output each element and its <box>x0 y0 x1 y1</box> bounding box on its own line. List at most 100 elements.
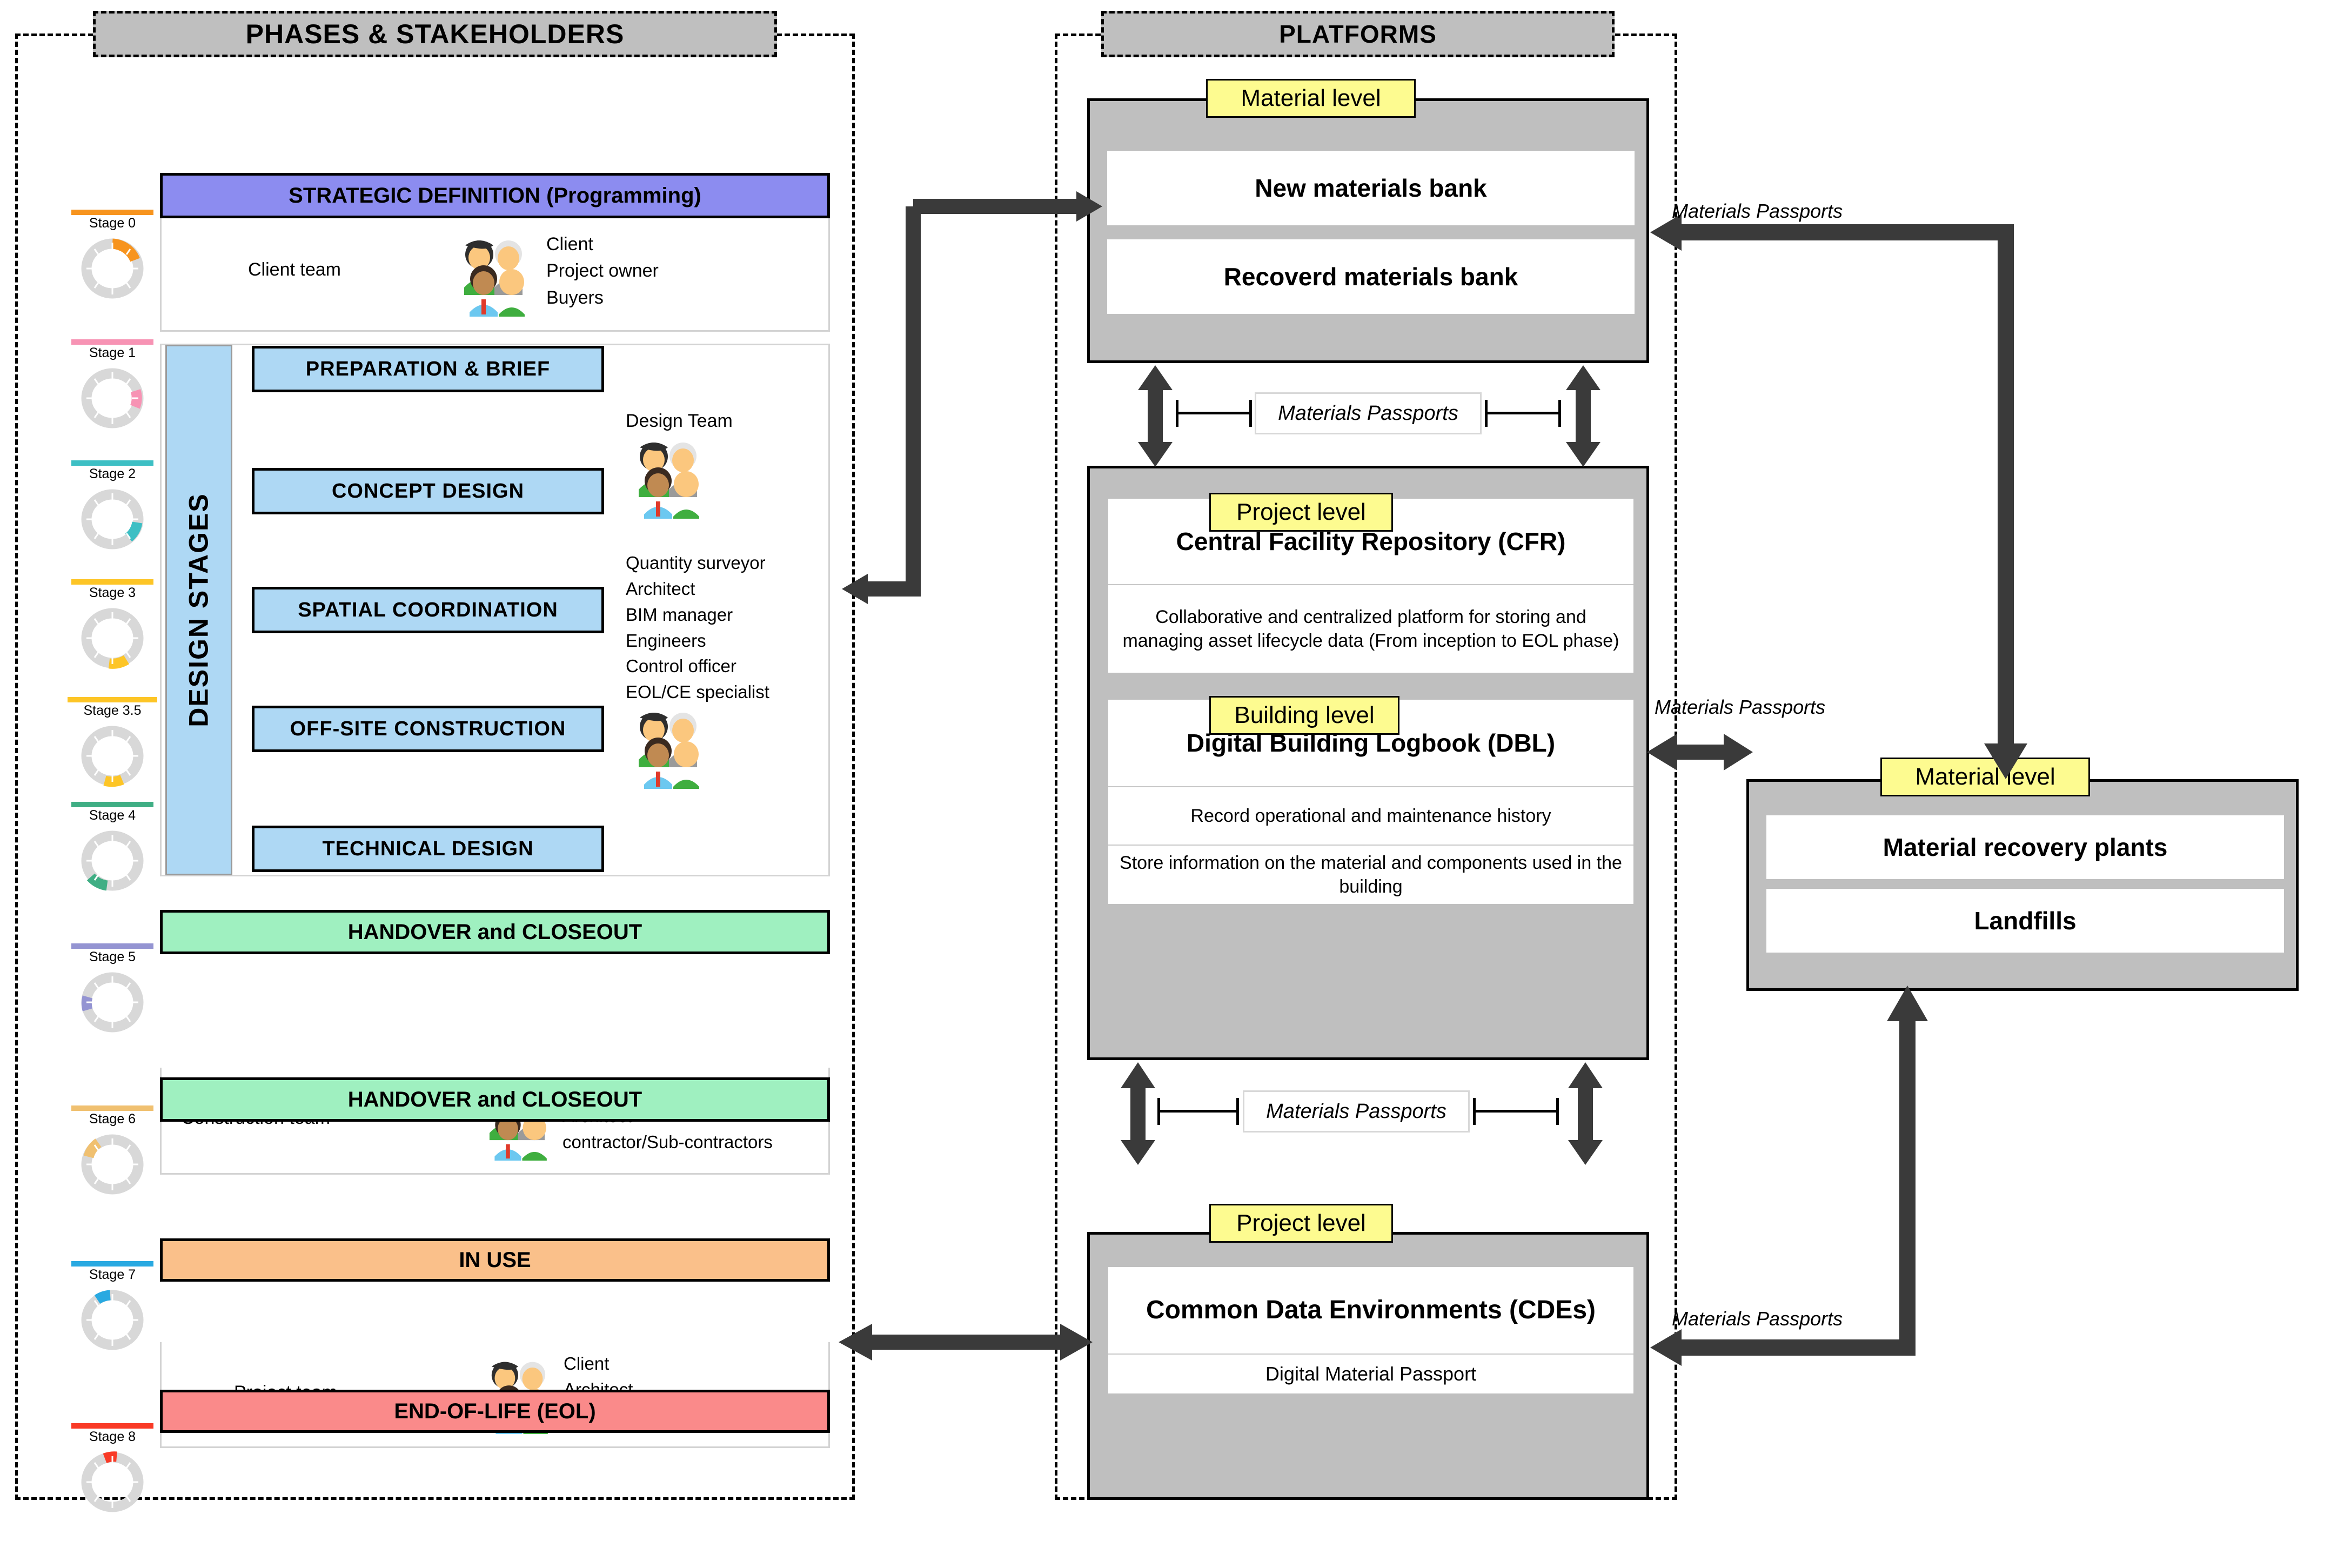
badge-project-level-cde: Project level <box>1209 1204 1393 1243</box>
stage-label-1: Stage 1 <box>89 345 136 360</box>
stage-ring-1 <box>75 363 150 434</box>
arrow-bank-repository-right <box>1566 365 1600 467</box>
stage-chip-7: Stage 7 <box>71 1261 153 1356</box>
materials-bank-row-recovered[interactable]: Recoverd materials bank <box>1107 239 1635 314</box>
phase-title-end-of-life: END-OF-LIFE (EOL) <box>394 1399 596 1423</box>
arrow-repository-cde-right <box>1568 1062 1603 1165</box>
stage-ring-3-5 <box>75 720 150 792</box>
phase-header-in-use: IN USE <box>160 1238 830 1282</box>
phase-title-handover-2: HANDOVER and CLOSEOUT <box>347 1087 642 1111</box>
phase-body-strategic-definition: Client team Client Project owner Buyers <box>160 218 830 332</box>
recovery-row-plants[interactable]: Material recovery plants <box>1766 815 2284 879</box>
mp-label-bottom-text: Materials Passports <box>1266 1100 1446 1123</box>
badge-material-level-bank: Material level <box>1206 79 1416 118</box>
arrow-repository-cde-left <box>1121 1062 1155 1165</box>
mp-bottom-tick-left-inner <box>1236 1098 1239 1125</box>
stage-ring-4 <box>75 825 150 896</box>
phase-title-strategic-definition: STRATEGIC DEFINITION (Programming) <box>289 183 701 207</box>
left-group-title: PHASES & STAKEHOLDERS <box>93 11 777 57</box>
cde-subtitle-text: Digital Material Passport <box>1265 1363 1477 1385</box>
arrow-phases-cde <box>839 1324 1093 1361</box>
platform-repository: Central Facility Repository (CFR) Collab… <box>1087 466 1649 1060</box>
stage-rule-6 <box>71 1105 153 1111</box>
stage-rule-0 <box>71 210 153 215</box>
badge-project-level-cfr: Project level <box>1209 493 1393 532</box>
mp-bottom-line-left <box>1157 1110 1238 1113</box>
dbl-description-2-text: Store information on the material and co… <box>1120 852 1622 897</box>
people-icon-design-team-top <box>628 438 708 519</box>
role-list-client-team: Client Project owner Buyers <box>546 231 659 311</box>
design-box-off-site-construction[interactable]: OFF-SITE CONSTRUCTION <box>252 706 604 752</box>
badge-material-level-recovery: Material level <box>1880 758 2090 796</box>
arrow-repository-recovery <box>1647 734 1753 770</box>
stage-chip-2: Stage 2 <box>71 460 153 555</box>
cfr-title-label: Central Facility Repository (CFR) <box>1176 527 1566 555</box>
role-item: Buyers <box>546 287 604 308</box>
design-box-preparation-brief[interactable]: PREPARATION & BRIEF <box>252 346 604 392</box>
mp-bottom-tick-right-outer <box>1556 1098 1559 1125</box>
materials-bank-row-label: New materials bank <box>1255 174 1487 202</box>
materials-bank-row-new[interactable]: New materials bank <box>1107 151 1635 225</box>
dbl-description-1: Record operational and maintenance histo… <box>1108 786 1633 845</box>
stage-label-3: Stage 3 <box>89 585 136 600</box>
design-box-spatial-coordination[interactable]: SPATIAL COORDINATION <box>252 587 604 633</box>
right-group-title: PLATFORMS <box>1101 11 1615 57</box>
mp-label-top: Materials Passports <box>1255 392 1482 434</box>
stage-chip-1: Stage 1 <box>71 339 153 434</box>
stage-ring-7 <box>75 1284 150 1356</box>
connector-recovery-to-cde <box>1650 986 1928 1366</box>
recovery-row-landfills[interactable]: Landfills <box>1766 889 2284 953</box>
materials-bank-row-label: Recoverd materials bank <box>1223 263 1518 291</box>
stage-chip-5: Stage 5 <box>71 943 153 1038</box>
stage-chip-8: Stage 8 <box>71 1423 153 1518</box>
mp-top-tick-right-inner <box>1485 400 1488 427</box>
stage-chip-0: Stage 0 <box>71 210 153 304</box>
stage-label-8: Stage 8 <box>89 1429 136 1444</box>
role-item: Quantity surveyor <box>626 553 766 573</box>
mp-bottom-tick-left-outer <box>1157 1098 1160 1125</box>
platform-materials-bank: New materials bank Recoverd materials ba… <box>1087 98 1649 363</box>
team-name-client-team: Client team <box>248 259 341 280</box>
cfr-description: Collaborative and centralized platform f… <box>1108 584 1633 673</box>
role-item: EOL/CE specialist <box>626 682 769 702</box>
badge-label: Material level <box>1241 85 1381 111</box>
mp-top-tick-left-inner <box>1249 400 1252 427</box>
platform-recovery: Material recovery plants Landfills <box>1746 779 2299 991</box>
stage-ring-0 <box>75 233 150 304</box>
stage-ring-8 <box>75 1446 150 1518</box>
platform-cde: Common Data Environments (CDEs) Digital … <box>1087 1232 1649 1500</box>
mp-label-bottom: Materials Passports <box>1243 1090 1470 1133</box>
mp-bottom-line-right <box>1473 1110 1558 1113</box>
cde-title[interactable]: Common Data Environments (CDEs) <box>1108 1267 1633 1353</box>
stage-label-7: Stage 7 <box>89 1267 136 1282</box>
recovery-row-label: Material recovery plants <box>1883 833 2168 861</box>
design-box-technical-design[interactable]: TECHNICAL DESIGN <box>252 826 604 872</box>
cde-title-label: Common Data Environments (CDEs) <box>1146 1296 1596 1325</box>
stage-ring-6 <box>75 1129 150 1200</box>
phase-header-strategic-definition: STRATEGIC DEFINITION (Programming) <box>160 173 830 218</box>
design-box-concept-design[interactable]: CONCEPT DESIGN <box>252 468 604 514</box>
phase-header-handover-closeout-2: HANDOVER and CLOSEOUT <box>160 1077 830 1122</box>
role-item: BIM manager <box>626 604 733 625</box>
stage-chip-3: Stage 3 <box>71 579 153 674</box>
badge-label: Project level <box>1236 499 1366 525</box>
role-item: Architect <box>626 578 695 599</box>
connector-phases-to-platforms <box>842 191 1102 604</box>
mp-label-right-bottom-text: Materials Passports <box>1672 1308 1843 1330</box>
stage-chip-4: Stage 4 <box>71 802 153 896</box>
mp-bottom-tick-right-inner <box>1473 1098 1476 1125</box>
mp-label-right-mid: Materials Passports <box>1655 696 1825 719</box>
arrow-bank-repository-left <box>1138 365 1173 467</box>
mp-label-right-mid-text: Materials Passports <box>1655 696 1826 718</box>
badge-building-level-dbl: Building level <box>1209 696 1399 735</box>
stage-label-5: Stage 5 <box>89 949 136 964</box>
badge-label: Building level <box>1234 702 1375 728</box>
stage-rule-1 <box>71 339 153 345</box>
stage-rule-8 <box>71 1423 153 1429</box>
stage-label-3-5: Stage 3.5 <box>83 703 142 718</box>
role-list-design-team: Quantity surveyor Architect BIM manager … <box>626 550 769 705</box>
dbl-description-1-text: Record operational and maintenance histo… <box>1190 805 1551 826</box>
design-stages-label-text: DESIGN STAGES <box>184 493 215 727</box>
cfr-description-text: Collaborative and centralized platform f… <box>1122 606 1619 651</box>
